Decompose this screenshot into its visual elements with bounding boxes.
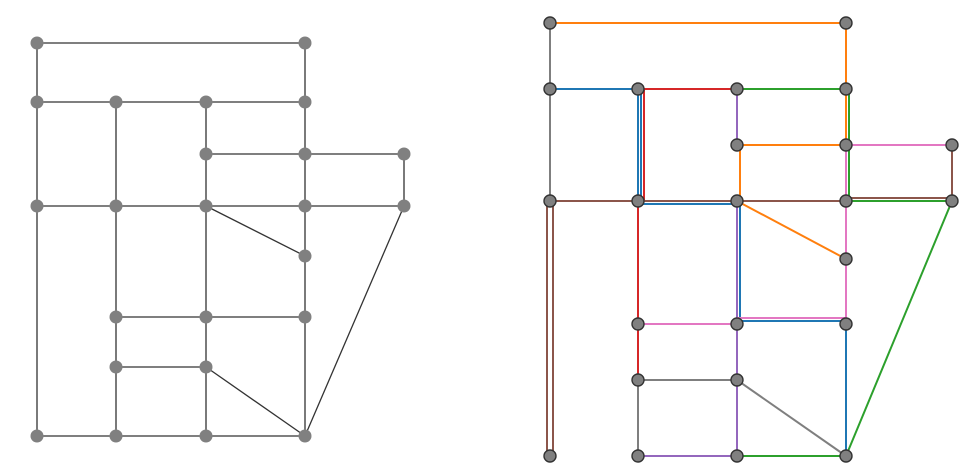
graph-node	[631, 82, 645, 96]
graph-node	[30, 95, 44, 109]
graph-node	[109, 310, 123, 324]
graph-node	[839, 138, 853, 152]
graph-edge	[205, 205, 306, 257]
graph-node	[397, 147, 411, 161]
graph-node	[945, 194, 959, 208]
graph-node	[543, 449, 557, 463]
graph-node	[199, 95, 213, 109]
graph-node	[298, 147, 312, 161]
graph-node	[30, 429, 44, 443]
graph-node	[631, 449, 645, 463]
graph-node	[631, 373, 645, 387]
graph-node	[945, 138, 959, 152]
graph-node	[631, 194, 645, 208]
graph-node	[839, 317, 853, 331]
graph-edge	[304, 205, 405, 437]
graph-edge	[205, 366, 306, 437]
graph-node	[631, 317, 645, 331]
colored-edge	[736, 200, 847, 260]
graph-node	[109, 95, 123, 109]
graph-node	[397, 199, 411, 213]
graph-node	[109, 199, 123, 213]
graph-node	[199, 429, 213, 443]
colored-edge	[736, 379, 847, 457]
graph-node	[109, 429, 123, 443]
graph-node	[839, 16, 853, 30]
graph-node	[730, 449, 744, 463]
graph-node	[298, 249, 312, 263]
graph-node	[543, 16, 557, 30]
graph-node	[839, 82, 853, 96]
graph-node	[730, 373, 744, 387]
graph-node	[543, 82, 557, 96]
graph-node	[839, 194, 853, 208]
graph-node	[298, 95, 312, 109]
graph-node	[298, 310, 312, 324]
colored-edge	[845, 200, 953, 457]
graph-node	[839, 449, 853, 463]
graph-node	[199, 199, 213, 213]
graph-node	[199, 147, 213, 161]
graph-node	[730, 317, 744, 331]
graph-node	[298, 429, 312, 443]
graph-node	[298, 199, 312, 213]
graph-node	[30, 199, 44, 213]
graph-node	[199, 310, 213, 324]
graph-node	[109, 360, 123, 374]
graph-node	[839, 252, 853, 266]
graph-node	[199, 360, 213, 374]
graph-node	[30, 36, 44, 50]
graph-node	[730, 194, 744, 208]
graph-node	[730, 138, 744, 152]
graph-node	[730, 82, 744, 96]
graph-node	[298, 36, 312, 50]
graph-node	[543, 194, 557, 208]
